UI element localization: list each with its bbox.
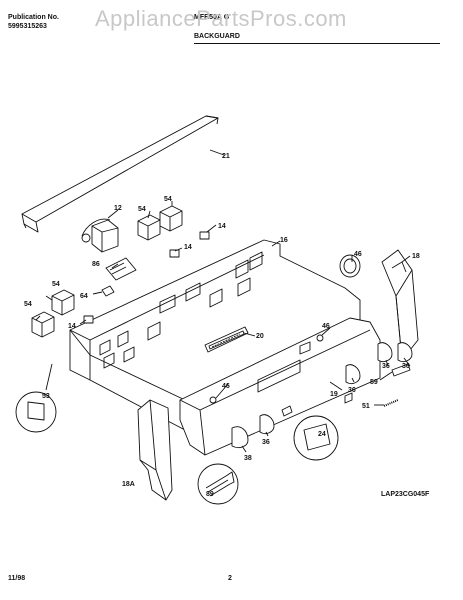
fastener xyxy=(281,405,293,417)
callout-14: 14 xyxy=(218,223,226,230)
callout-14: 14 xyxy=(184,244,192,251)
part-59-bezel xyxy=(391,363,411,377)
part-21-trim xyxy=(21,115,219,233)
part-19-front-panel xyxy=(179,317,381,456)
part-46-knob xyxy=(209,396,217,404)
publication-label: Publication No. xyxy=(8,14,59,21)
part-24-detail xyxy=(293,415,339,461)
part-14-clip xyxy=(169,249,180,258)
callout-16: 16 xyxy=(280,237,288,244)
part-18-end-cap xyxy=(381,249,419,361)
callout-20: 20 xyxy=(256,333,264,340)
part-20-display xyxy=(204,326,249,353)
part-38-knob xyxy=(231,426,249,449)
part-54-switch xyxy=(31,311,55,338)
part-46-knob xyxy=(316,334,324,342)
callout-18: 18 xyxy=(412,253,420,260)
callout-54: 54 xyxy=(164,196,172,203)
model-code: MFR50A G xyxy=(194,14,230,21)
section-title: BACKGUARD xyxy=(194,33,240,40)
diagram-code: LAP23CG045F xyxy=(381,491,430,498)
callout-36: 36 xyxy=(262,439,270,446)
part-18a-end-cap xyxy=(137,399,173,501)
page-number: 2 xyxy=(228,575,232,582)
callout-46: 46 xyxy=(322,323,330,330)
part-54-switch xyxy=(159,205,183,232)
callout-54: 54 xyxy=(24,301,32,308)
callout-89: 89 xyxy=(206,491,214,498)
watermark-text: AppliancePartsPros.com xyxy=(95,6,347,31)
callout-36: 36 xyxy=(382,363,390,370)
callout-36: 36 xyxy=(402,363,410,370)
part-36-knob xyxy=(345,364,361,385)
publication-number: 5995315263 xyxy=(8,23,47,30)
part-54-switch xyxy=(51,289,75,316)
part-51-spring xyxy=(383,399,399,407)
callout-86: 86 xyxy=(92,261,100,268)
header-rule xyxy=(194,43,440,44)
part-46-knob xyxy=(339,254,361,278)
callout-64: 64 xyxy=(80,293,88,300)
callout-54: 54 xyxy=(138,206,146,213)
callout-53: 53 xyxy=(42,393,50,400)
callout-36: 36 xyxy=(348,387,356,394)
part-36-knob xyxy=(397,342,413,363)
callout-18a: 18A xyxy=(122,481,135,488)
callout-54: 54 xyxy=(52,281,60,288)
part-36-knob xyxy=(377,342,393,363)
callout-21: 21 xyxy=(222,153,230,160)
callout-19: 19 xyxy=(330,391,338,398)
part-86-board xyxy=(105,257,137,281)
callout-38: 38 xyxy=(244,455,252,462)
footer-date: 11/98 xyxy=(8,575,26,582)
part-12-thermostat xyxy=(81,218,119,253)
part-64-connector xyxy=(101,285,115,297)
callout-labels: 21 12 54 54 54 54 14 14 14 16 18 46 86 6… xyxy=(24,153,420,498)
part-54-switch xyxy=(137,214,161,241)
callout-59: 59 xyxy=(370,379,378,386)
part-16-panel xyxy=(69,239,361,431)
callout-12: 12 xyxy=(114,205,122,212)
callout-46: 46 xyxy=(354,251,362,258)
callout-14: 14 xyxy=(68,323,76,330)
part-14-clip xyxy=(199,231,210,240)
callout-51: 51 xyxy=(362,403,370,410)
part-89-detail xyxy=(197,463,239,505)
part-53-detail xyxy=(15,363,57,433)
part-36-knob xyxy=(259,414,275,435)
part-14-clip xyxy=(83,315,94,324)
callout-46: 46 xyxy=(222,383,230,390)
callout-24: 24 xyxy=(318,431,326,438)
